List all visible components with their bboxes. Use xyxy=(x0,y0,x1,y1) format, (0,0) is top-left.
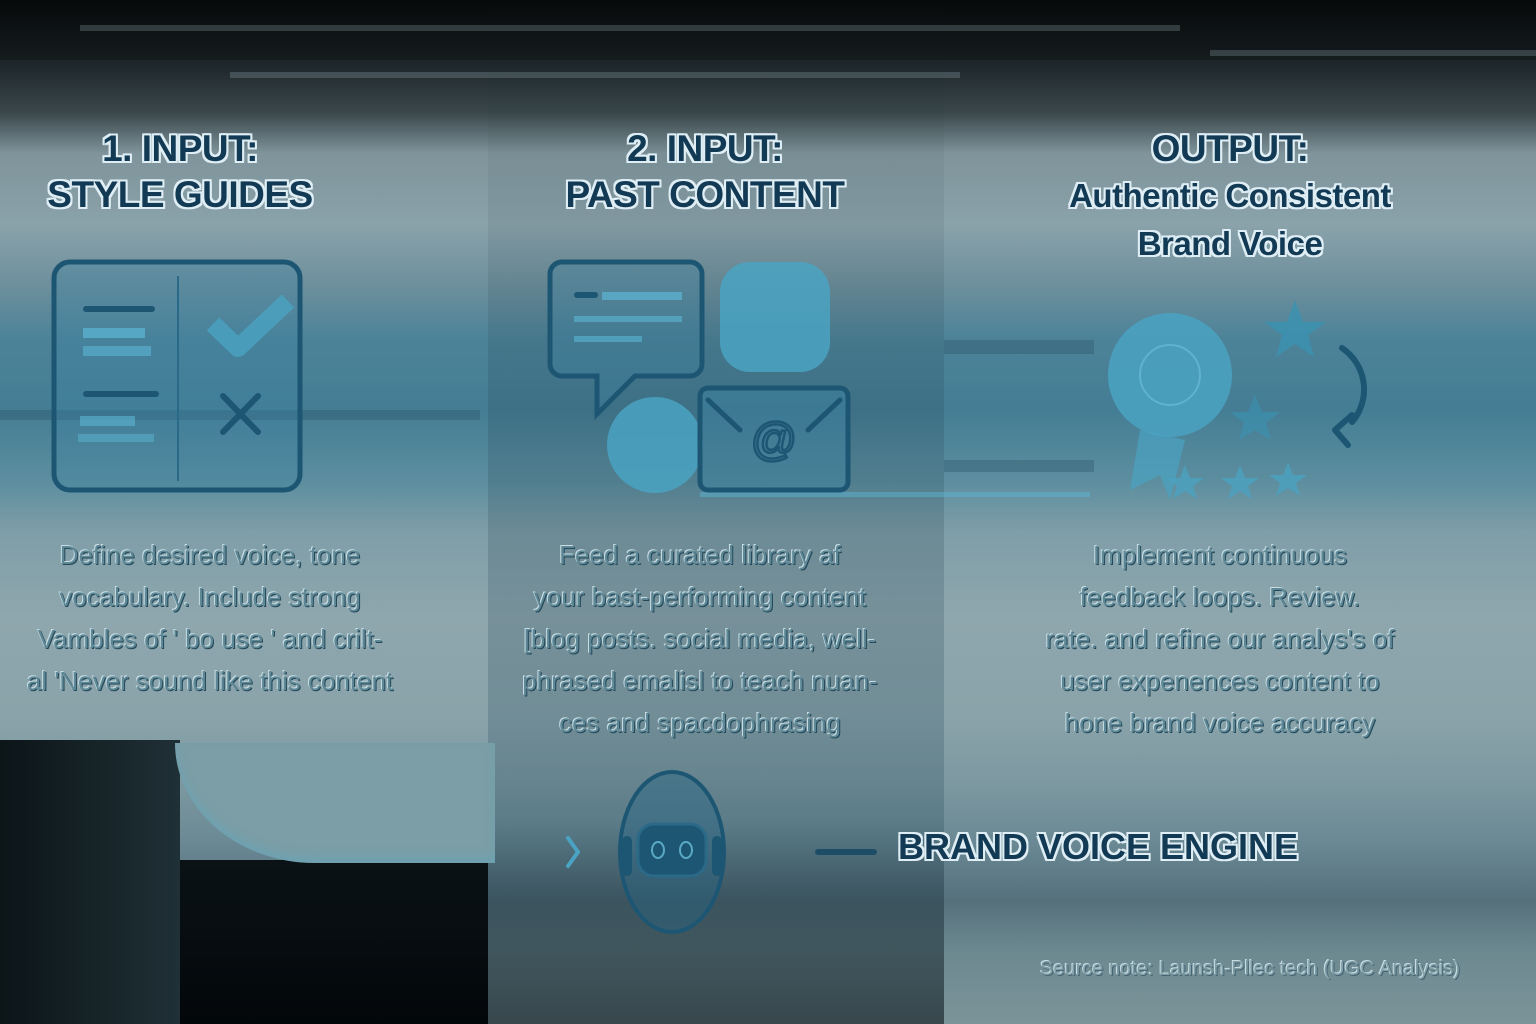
description-line: user expenences content to xyxy=(1060,666,1380,696)
svg-text:@: @ xyxy=(751,413,798,465)
column-1-heading-line1: 1. INPUT: xyxy=(102,128,258,169)
style-guide-checklist-icon xyxy=(51,259,303,493)
column-1-heading: 1. INPUT: STYLE GUIDES xyxy=(30,126,330,218)
streak xyxy=(944,340,1094,354)
description-line: Feed a curated library af xyxy=(559,540,841,570)
column-2-heading-line1: 2. INPUT: xyxy=(627,128,783,169)
description-line: Implement continuous xyxy=(1092,540,1348,570)
description-line: hone brand voice accuracy xyxy=(1064,708,1376,738)
column-1-heading-line2: STYLE GUIDES xyxy=(47,174,313,215)
column-2-heading-line2: PAST CONTENT xyxy=(565,174,845,215)
column-3-description: Implement continuous feedback loops. Rev… xyxy=(1000,534,1440,744)
description-line: your bast-performing content xyxy=(533,582,867,612)
description-line: rate. and refine our analys's of xyxy=(1045,624,1395,654)
bottom-left-dark-edge xyxy=(0,740,180,1024)
description-line: Vambles of ' bo use ' and crilt- xyxy=(37,624,383,654)
source-note: Seurce note: Launsh-Pllec tech (UGC Anal… xyxy=(1040,958,1461,980)
column-3-heading-line3: Brand Voice xyxy=(1137,225,1323,262)
column-3-heading: OUTPUT: Authentic Consistent Brand Voice xyxy=(1030,126,1430,268)
description-line: feedback loops. Review. xyxy=(1079,582,1361,612)
streak xyxy=(80,25,1180,31)
engine-title: BRAND VOICE ENGINE xyxy=(898,826,1299,867)
column-2-description: Feed a curated library af your bast-perf… xyxy=(480,534,920,744)
column-1-description: Define desired voice, tone vocabulary. I… xyxy=(0,534,430,702)
streak xyxy=(230,72,960,78)
award-ribbon-stars-refresh-icon xyxy=(1108,300,1368,500)
bottom-left-dark-area xyxy=(0,860,488,1024)
top-dark-band xyxy=(0,0,1536,60)
column-3-heading-line1: OUTPUT: xyxy=(1151,128,1309,169)
column-2-heading: 2. INPUT: PAST CONTENT xyxy=(550,126,860,218)
description-line: ces and spacdophrasing xyxy=(559,708,841,738)
chat-and-email-icon: @ xyxy=(547,259,851,493)
description-line: vocabulary. Include strong xyxy=(59,582,361,612)
description-line: phrased emalisl to teach nuan- xyxy=(522,666,878,696)
flow-arc-shape xyxy=(175,743,495,863)
description-line: Define desired voice, tone xyxy=(59,540,361,570)
column-3-heading-line2: Authentic Consistent xyxy=(1069,177,1391,214)
engine-connector-dash xyxy=(815,849,877,855)
description-line: al 'Never sound like this content xyxy=(26,666,394,696)
streak xyxy=(944,460,1094,472)
description-line: [blog posts. social media, well- xyxy=(523,624,877,654)
streak xyxy=(1210,50,1536,56)
robot-headset-icon xyxy=(566,770,726,934)
